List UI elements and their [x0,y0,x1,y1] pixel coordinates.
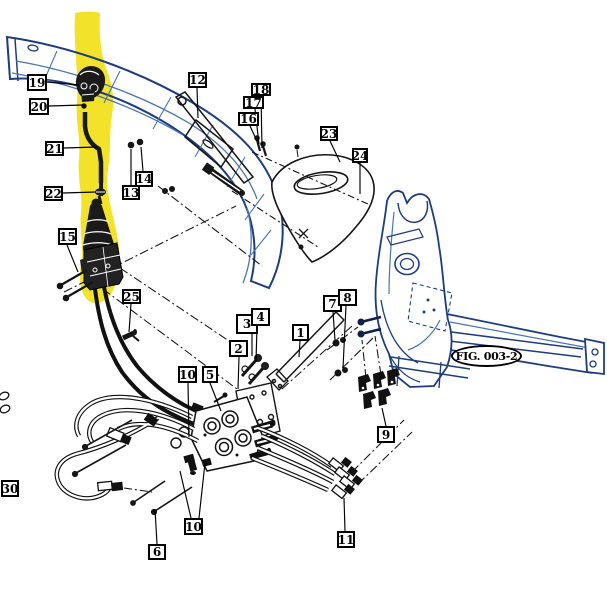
figure-reference[interactable]: FIG. 003-2 [451,345,522,367]
callout-20[interactable]: 20 [29,98,49,115]
callout-2[interactable]: 2 [229,340,248,357]
callout-22[interactable]: 22 [44,186,63,201]
elbow-fittings-9 [358,335,400,409]
screws-15 [56,269,94,302]
knob-collar [81,89,95,102]
callout-11[interactable]: 11 [337,531,355,548]
callout-21[interactable]: 21 [45,141,64,156]
callout-30[interactable]: 30 [1,480,19,497]
callout-23[interactable]: 23 [320,126,338,141]
valve-block [170,392,279,472]
bolts-3-4 [240,354,269,385]
bolts-7-8 [326,326,374,381]
callout-13[interactable]: 13 [122,185,140,200]
nut-20 [81,103,87,109]
callout-10-upper[interactable]: 10 [178,366,197,383]
hoses-right [251,419,413,500]
mount-bracket [174,91,255,196]
callout-9[interactable]: 9 [377,426,395,443]
joystick-body [83,242,124,291]
joystick-assembly [56,66,140,342]
leader-lines [46,81,387,545]
cable-clamp-25 [121,329,140,342]
control-cables [93,286,211,431]
callout-16[interactable]: 16 [238,112,259,126]
link-bar [266,311,345,391]
callout-6[interactable]: 6 [148,544,166,560]
rubber-boot [82,202,115,256]
hose-ends-11 [327,419,413,500]
callout-8[interactable]: 8 [338,289,357,306]
frame-studs [357,315,382,338]
callout-25[interactable]: 25 [122,289,141,304]
control-lever [82,112,104,183]
elbow-fittings-10 [183,453,212,475]
cover-panel [231,144,375,263]
callout-5[interactable]: 5 [202,366,218,383]
callout-10-lower[interactable]: 10 [184,518,203,535]
callout-17[interactable]: 17 [243,96,264,109]
callout-1[interactable]: 1 [292,324,309,341]
callout-18[interactable]: 18 [251,82,271,97]
callout-24[interactable]: 24 [351,148,369,163]
callout-4[interactable]: 4 [251,308,270,326]
callout-12[interactable]: 12 [188,72,207,88]
callout-15[interactable]: 15 [58,228,77,245]
hoses-left [0,391,200,501]
callout-19[interactable]: 19 [27,74,47,91]
main-frame [374,190,605,389]
callout-14[interactable]: 14 [135,171,153,187]
screws-13-14 [127,138,263,267]
